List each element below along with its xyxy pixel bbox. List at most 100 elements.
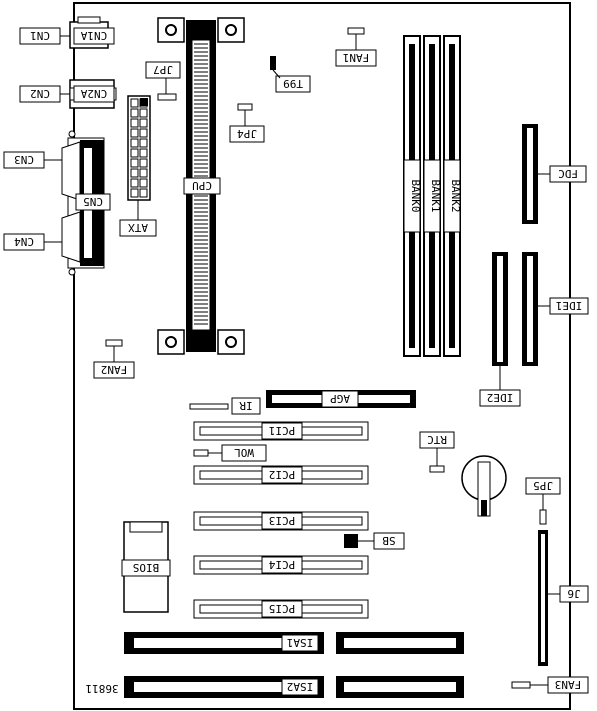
label-wol: WOL <box>234 446 254 459</box>
label-jp7: JP7 <box>153 63 173 76</box>
label-cpu: CPU <box>192 179 212 192</box>
atx-pin <box>130 188 139 198</box>
callout-cn2: CN2 <box>19 85 70 103</box>
callout-bank1: BANK1 <box>423 159 442 233</box>
label-bank1: BANK1 <box>429 179 442 212</box>
callout-bios: BIOS <box>121 559 171 577</box>
label-pci3: PCI3 <box>269 514 296 527</box>
isa-slots <box>124 632 464 698</box>
callout-isa1: ISA1 <box>281 634 319 652</box>
label-cn3: CN3 <box>14 153 34 166</box>
label-jp5: JP5 <box>533 479 553 492</box>
label-j6: J6 <box>567 587 580 600</box>
callout-cn1: CN1 <box>19 27 70 45</box>
label-fan3: FAN3 <box>555 678 582 691</box>
callout-cn5: CN5 <box>75 193 111 211</box>
atx-pin <box>130 118 139 128</box>
atx-pin <box>139 118 148 128</box>
label-t99: T99 <box>283 77 303 90</box>
callout-rtc: RTC <box>419 431 455 466</box>
callout-fan1: FAN1 <box>335 34 377 67</box>
label-cn2a: CN2A <box>80 87 107 100</box>
atx-pin <box>139 138 148 148</box>
wol-header <box>193 449 209 457</box>
atx-pin <box>130 98 139 108</box>
label-bios: BIOS <box>133 561 160 574</box>
label-cn1: CN1 <box>30 29 50 42</box>
callout-fan2: FAN2 <box>93 346 135 379</box>
atx-pin <box>139 108 148 118</box>
atx-pin <box>130 168 139 178</box>
callout-ide2: IDE2 <box>479 366 521 407</box>
atx-pin <box>130 178 139 188</box>
callout-agp: AGP <box>321 390 359 408</box>
label-atx: ATX <box>128 221 148 234</box>
callout-cpu: CPU <box>183 177 221 195</box>
label-cn5: CN5 <box>83 195 103 208</box>
callout-jp5: JP5 <box>525 477 561 510</box>
label-isa1: ISA1 <box>287 636 314 649</box>
label-pci2: PCI2 <box>269 468 296 481</box>
atx-pin <box>130 148 139 158</box>
label-isa2: ISA2 <box>287 680 314 693</box>
atx-pin <box>139 148 148 158</box>
label-cn1a: CN1A <box>80 29 107 42</box>
callout-cn2a: CN2A <box>73 85 115 103</box>
atx-pin <box>130 128 139 138</box>
label-bank0: BANK0 <box>409 179 422 212</box>
callout-isa2: ISA2 <box>281 678 319 696</box>
callout-ide1: IDE1 <box>538 297 589 315</box>
fan2-header <box>105 339 123 347</box>
callout-pci1: PCI1 <box>261 422 303 440</box>
label-fan2: FAN2 <box>101 363 128 376</box>
jp7-jumper <box>157 93 177 101</box>
fan1-header <box>347 27 365 35</box>
callout-jp4: JP4 <box>229 110 265 143</box>
label-pci4: PCI4 <box>268 558 295 571</box>
rtc-jumper <box>429 465 445 473</box>
label-cn2: CN2 <box>30 87 50 100</box>
sb-header <box>344 534 358 548</box>
label-ir: IR <box>239 399 253 412</box>
jp4-jumper <box>237 103 253 111</box>
atx-pin <box>130 158 139 168</box>
fan3-header <box>511 681 531 689</box>
atx-pin <box>130 108 139 118</box>
callout-bank2: BANK2 <box>443 159 462 233</box>
atx-connector <box>127 95 151 201</box>
t99-header <box>270 56 276 70</box>
callout-atx: ATX <box>119 200 157 237</box>
label-ide2: IDE2 <box>487 391 514 404</box>
atx-pin <box>130 138 139 148</box>
battery <box>461 455 507 517</box>
callout-fdc: FDC <box>538 165 587 183</box>
board-id-label: 36811 <box>85 682 118 695</box>
callout-cn1a: CN1A <box>73 27 115 45</box>
atx-pin <box>139 168 148 178</box>
label-agp: AGP <box>330 392 350 405</box>
atx-pin <box>139 178 148 188</box>
atx-pin <box>139 158 148 168</box>
callout-cn3: CN3 <box>3 151 62 169</box>
callout-fan3: FAN3 <box>530 676 589 694</box>
callout-cn4: CN4 <box>3 233 62 251</box>
callout-t99: T99 <box>272 69 311 93</box>
callout-pci5: PCI5 <box>261 600 303 618</box>
ir-header <box>189 403 229 410</box>
label-rtc: RTC <box>427 433 447 446</box>
callout-pci4: PCI4 <box>261 556 303 574</box>
callout-ir: IR <box>231 397 261 415</box>
callout-bank0: BANK0 <box>403 159 422 233</box>
label-bank2: BANK2 <box>449 179 462 212</box>
callout-pci2: PCI2 <box>261 466 303 484</box>
label-fdc: FDC <box>558 167 578 180</box>
label-jp4: JP4 <box>237 127 257 140</box>
label-ide1: IDE1 <box>556 299 583 312</box>
callout-jp7: JP7 <box>145 61 181 94</box>
callout-pci3: PCI3 <box>261 512 303 530</box>
label-fan1: FAN1 <box>343 51 370 64</box>
callouts: CN1 CN1A CN2 CN2A CN3 CN4 CN5 ATX <box>3 27 589 696</box>
callout-j6: J6 <box>548 585 589 603</box>
label-cn4: CN4 <box>14 235 34 248</box>
jp5-jumper <box>539 509 547 525</box>
